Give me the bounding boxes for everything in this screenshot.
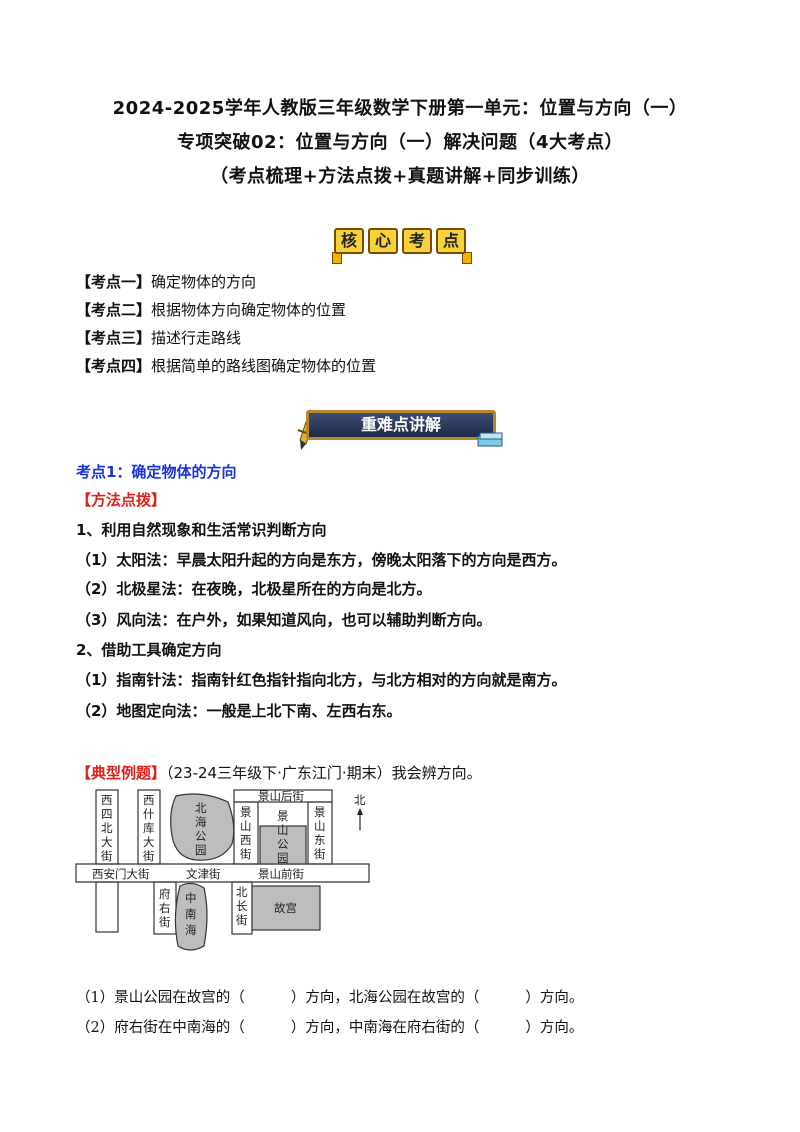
badge-ribbon-right [462,252,472,264]
map-label: 东 [314,833,326,847]
book-icon [477,432,503,447]
map-label: 街 [314,847,326,861]
map-label: 故宫 [274,901,297,915]
beihai-park-shape [170,793,235,861]
map-label: 山 [240,819,252,833]
map-label: 西 [101,793,113,807]
map-label: 山 [277,823,289,837]
map-label: 西安门大街 [92,867,150,881]
core-points-badge: 核 心 考 点 [326,222,476,264]
key-point-item: 【考点三】描述行走路线 [76,327,241,348]
key-point-text: 描述行走路线 [151,329,242,347]
map-label: 园 [277,851,289,865]
map-label: 公 [195,829,207,843]
method-line: （2）地图定向法：一般是上北下南、左西右东。 [76,702,402,720]
key-difficulty-banner: 重难点讲解 [296,408,506,450]
north-arrow-icon [357,808,363,830]
map-label: 街 [101,849,113,863]
key-point-tag: 【考点二】 [76,301,152,319]
map-label: 街 [143,849,155,863]
section-title: 考点1：确定物体的方向 [76,463,237,481]
key-point-item: 【考点一】确定物体的方向 [76,271,256,292]
example-heading: 【典型例题】（23-24三年级下·广东江门·期末）我会辨方向。 [76,762,482,783]
map-label: 大 [143,835,155,849]
map-label: 北 [195,801,207,815]
document-title-line1: 2024-2025学年人教版三年级数学下册第一单元：位置与方向（一） [112,98,688,119]
zhongnanhai-shape [174,882,208,951]
key-point-text: 根据简单的路线图确定物体的位置 [151,357,377,375]
map-label: 街 [236,913,248,927]
map-label: 景 [240,805,252,819]
map-label: 街 [159,915,171,929]
palace-museum-shape [251,885,321,931]
map-label: 西 [240,833,252,847]
map-label: 府 [159,887,171,901]
method-line: 2、借助工具确定方向 [76,641,222,659]
jingshan-park-shape [259,825,307,865]
map-label: 中 [185,891,197,905]
map-label: 街 [240,847,252,861]
key-point-tag: 【考点一】 [76,273,152,291]
method-line: （3）风向法：在户外，如果知道风向，也可以辅助判断方向。 [76,611,492,629]
badge-char: 点 [436,228,466,254]
method-line: （1）指南针法：指南针红色指针指向北方，与北方相对的方向就是南方。 [76,671,567,689]
key-point-text: 根据物体方向确定物体的位置 [151,301,347,319]
map-label: 景 [314,805,326,819]
map-label: 海 [195,815,207,829]
map-label: 南 [185,907,197,921]
map-label: 大 [101,835,113,849]
key-point-tag: 【考点四】 [76,357,152,375]
badge-char: 核 [334,228,364,254]
map-label: 园 [195,843,207,857]
north-label: 北 [354,793,366,807]
map-label: 景 [277,809,289,823]
map-label: 长 [236,899,248,913]
map-label: 北 [236,885,248,899]
map-label: 北 [101,821,113,835]
street-map: 西 四 北 大 街 西 什 库 大 街 北 海 公 园 景山后街 景 山 西 街… [75,789,370,951]
example-tag: 【典型例题】 [76,764,167,782]
badge-char: 考 [402,228,432,254]
question-1: （1）景山公园在故宫的（ ）方向，北海公园在故宫的（ ）方向。 [76,990,584,1006]
map-label: 山 [314,819,326,833]
map-label: 库 [143,821,155,835]
map-label: 公 [277,837,289,851]
key-point-text: 确定物体的方向 [151,273,257,291]
map-label: 右 [159,901,171,915]
map-label: 四 [101,807,113,821]
map-label: 景山前街 [258,867,304,881]
banner-label: 重难点讲解 [306,410,496,440]
document-title-line2: 专项突破02：位置与方向（一）解决问题（4大考点） [176,132,624,153]
map-label: 海 [185,923,197,937]
method-line: （2）北极星法：在夜晚，北极星所在的方向是北方。 [76,580,432,598]
key-point-item: 【考点二】根据物体方向确定物体的位置 [76,299,346,320]
map-label: 景山后街 [258,789,304,803]
method-line: 1、利用自然现象和生活常识判断方向 [76,521,327,539]
badge-char: 心 [368,228,398,254]
question-2: （2）府右街在中南海的（ ）方向，中南海在府右街的（ ）方向。 [76,1020,584,1036]
method-line: （1）太阳法：早晨太阳升起的方向是东方，傍晚太阳落下的方向是西方。 [76,551,567,569]
document-title-line3: （考点梳理+方法点拨+真题讲解+同步训练） [210,166,590,187]
example-text: （23-24三年级下·广东江门·期末）我会辨方向。 [166,764,482,782]
key-point-tag: 【考点三】 [76,329,152,347]
method-tag: 【方法点拨】 [76,491,167,509]
key-point-item: 【考点四】根据简单的路线图确定物体的位置 [76,355,376,376]
map-label: 什 [143,807,155,821]
map-label: 西 [143,793,155,807]
map-label: 文津街 [186,867,221,881]
